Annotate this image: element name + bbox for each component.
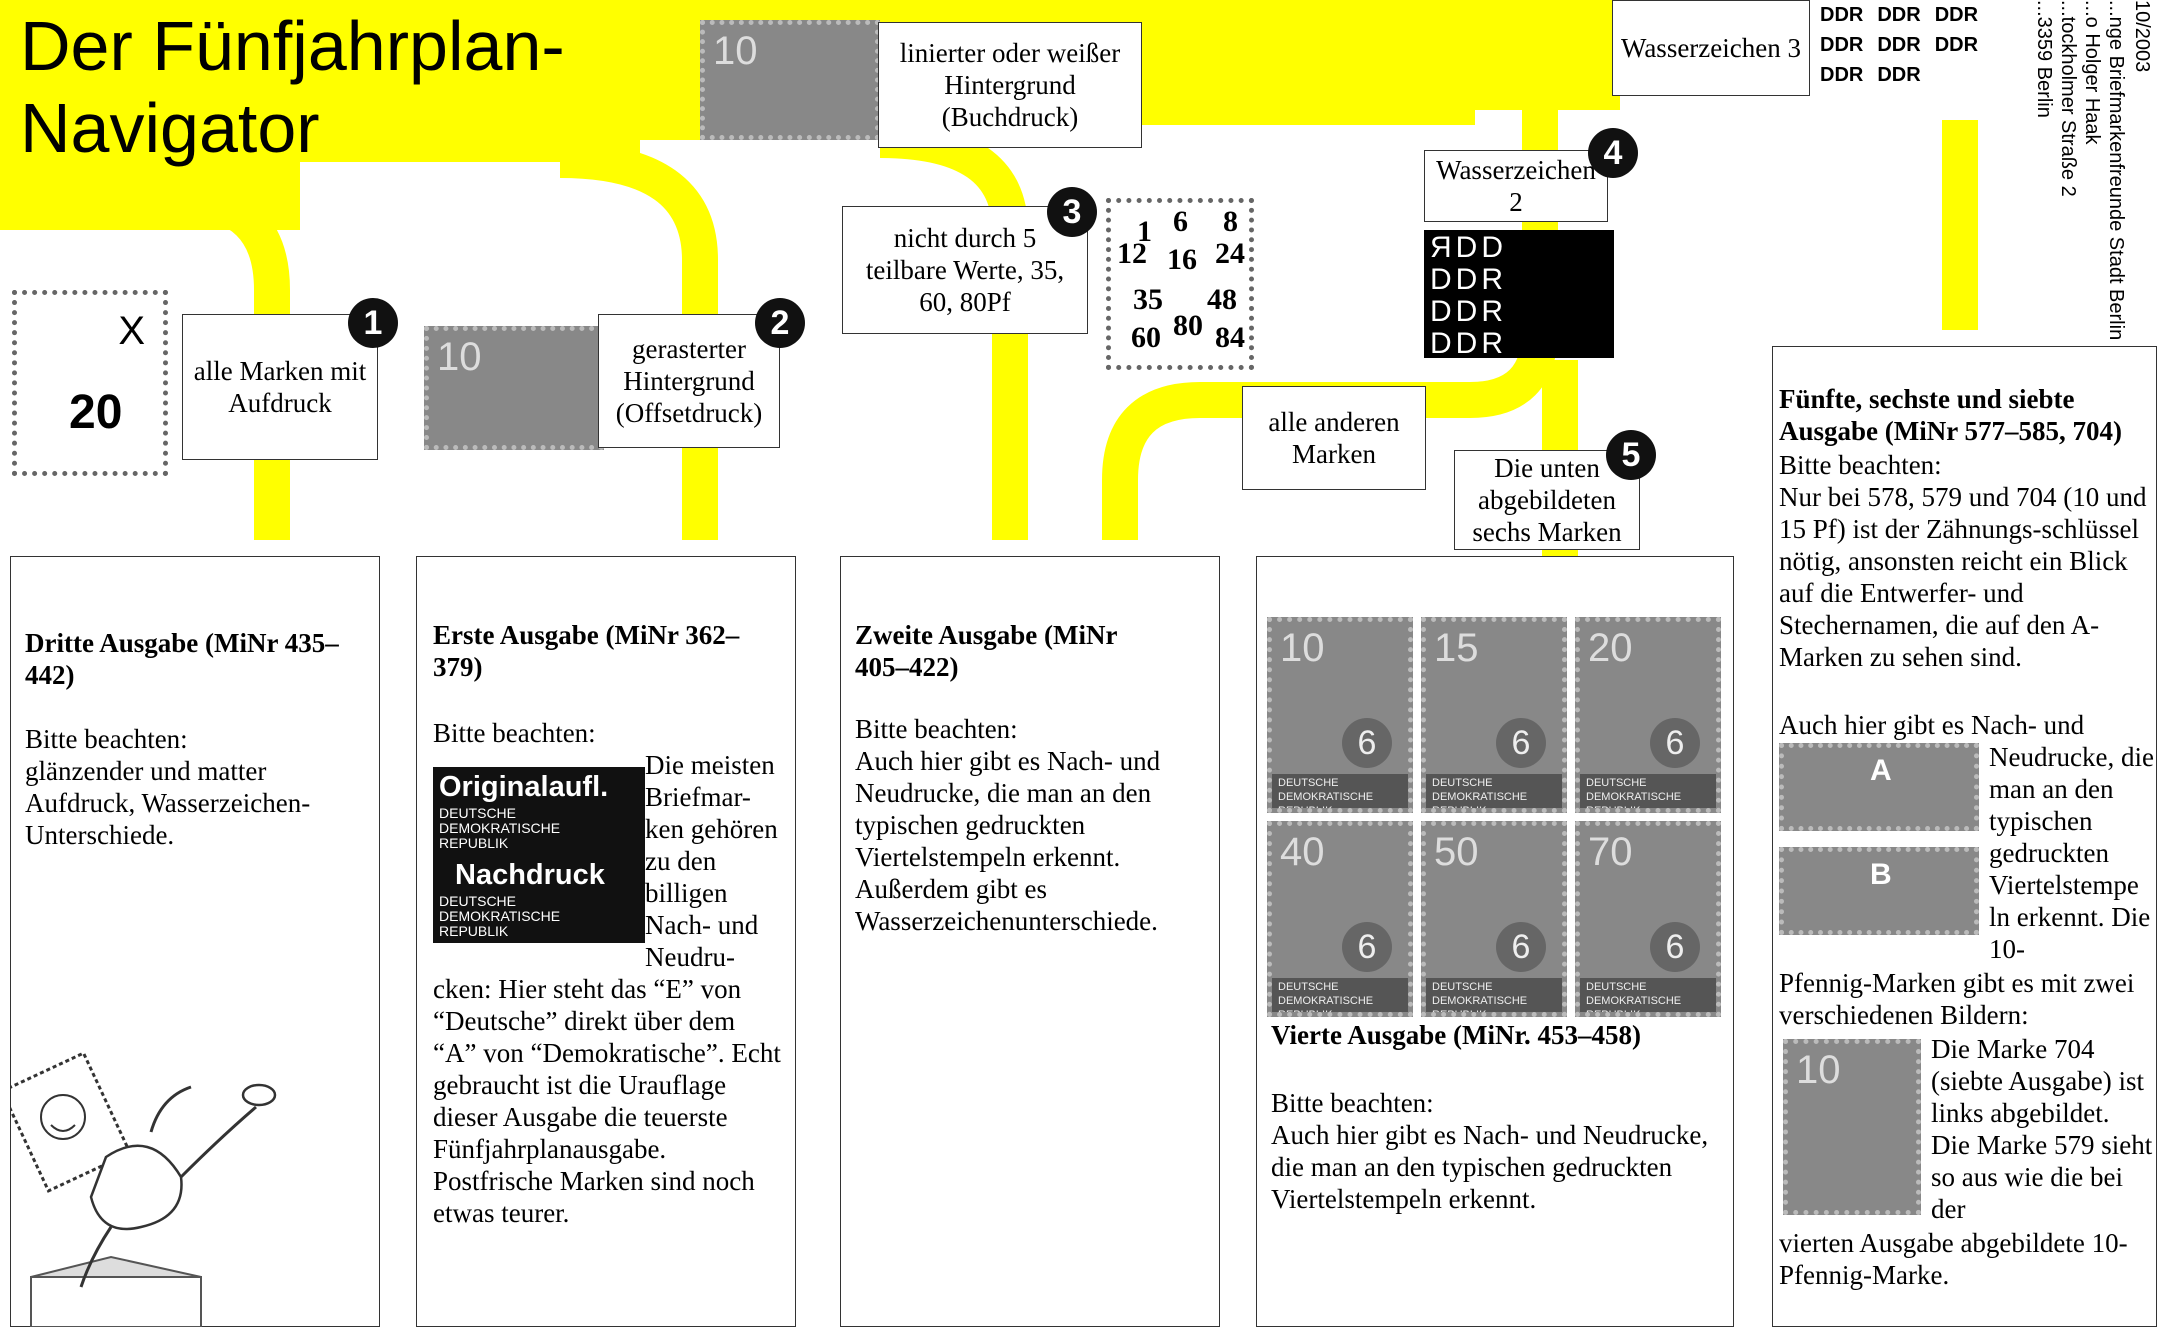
value-grid: 1 6 8 12 16 24 35 48 80 60 84 (1106, 198, 1254, 370)
credits-line-4: ...tockholmer Straße 2 (2057, 0, 2079, 197)
section-fifth-text-1: Nur bei 578, 579 und 704 (10 und 15 Pf) … (1779, 482, 2147, 672)
credits-line-3: ...o Holger Haak (2081, 0, 2103, 145)
label-all-overprint: alle Marken mit Aufdruck (182, 314, 378, 460)
section-second-text: Auch hier gibt es Nach- und Neudrucke, d… (855, 746, 1161, 936)
badge-4: 4 (1588, 128, 1638, 178)
section-first-heading: Erste Ausgabe (MiNr 362–379) (433, 620, 740, 682)
stamp-marker-b: B (1779, 847, 1979, 935)
section-first-text-side: Die meisten Briefmar-ken gehören zu den … (645, 750, 778, 972)
label-lined-background: linierter oder weißer Hintergrund (Buchd… (878, 22, 1142, 148)
stamp-image-top: 10 (700, 20, 880, 140)
section-second-issue: Zweite Ausgabe (MiNr 405–422) Bitte beac… (840, 556, 1220, 1327)
stamp-704: 10 (1783, 1039, 1921, 1215)
section-first-issue: Erste Ausgabe (MiNr 362–379) Bitte beach… (416, 556, 796, 1327)
section-third-text: glänzender und matter Aufdruck, Wasserze… (25, 756, 311, 850)
section-third-heading: Dritte Ausgabe (MiNr 435–442) (25, 628, 339, 690)
section-fifth-note: Bitte beachten: (1779, 450, 1942, 480)
section-fifth-text-6: vierten Ausgabe abgebildete 10-Pfennig-M… (1779, 1228, 2128, 1290)
badge-2: 2 (755, 298, 805, 348)
section-fifth-text-4: Pfennig-Marken gibt es mit zwei verschie… (1779, 968, 2135, 1030)
watermark-2-pattern: ЯDD DDR DDR DDR (1424, 230, 1614, 360)
label-watermark-3: Wasserzeichen 3 (1612, 0, 1810, 96)
section-first-note: Bitte beachten: (433, 718, 596, 748)
section-third-note: Bitte beachten: (25, 724, 188, 754)
section-fifth-text-5: Die Marke 704 (siebte Ausgabe) ist links… (1931, 1034, 2153, 1224)
label-raster-background: gerasterter Hintergrund (Offsetdruck) (598, 314, 780, 448)
section-fourth-text: Auch hier gibt es Nach- und Neudrucke, d… (1271, 1120, 1709, 1214)
badge-5: 5 (1606, 430, 1656, 480)
label-not-divisible-by-5: nicht durch 5 teilbare Werte, 35, 60, 80… (842, 206, 1088, 334)
section-fifth-text-3: Neudrucke, die man an den typischen gedr… (1989, 742, 2154, 964)
badge-1: 1 (348, 298, 398, 348)
credits-line-1: 10/2003 (2131, 0, 2153, 73)
section-fifth-text-2: Auch hier gibt es Nach- und (1779, 710, 2085, 740)
overprint-stamp: X 20 (12, 290, 168, 476)
stamp-marker-a: A (1779, 743, 1979, 831)
label-six-stamps: Die unten abgebildeten sechs Marken (1454, 450, 1640, 550)
badge-3: 3 (1047, 187, 1097, 237)
section-first-text-below: cken: Hier steht das “E” von “Deutsche” … (433, 974, 781, 1228)
section-fifth-heading: Fünfte, sechste und siebte Ausgabe (MiNr… (1779, 384, 2122, 446)
stamp-image-raster: 10 (424, 326, 604, 450)
section-second-heading: Zweite Ausgabe (MiNr 405–422) (855, 620, 1117, 682)
section-second-note: Bitte beachten: (855, 714, 1018, 744)
original-vs-reprint-image: Originalaufl. DEUTSCHE DEMOKRATISCHE REP… (433, 767, 645, 943)
credits-line-5: ...3359 Berlin (2033, 0, 2055, 118)
cartoon-stamp-figure (11, 1051, 277, 1327)
label-watermark-2: Wasserzeichen 2 (1424, 150, 1608, 222)
section-fifth-issue: Fünfte, sechste und siebte Ausgabe (MiNr… (1772, 346, 2157, 1327)
section-fourth-heading: Vierte Ausgabe (MiNr. 453–458) (1271, 1020, 1641, 1050)
credits-line-2: ...nge Briefmarkenfreunde Stadt Berlin (2105, 0, 2127, 341)
label-all-others: alle anderen Marken (1242, 386, 1426, 490)
page-title: Der Fünfjahrplan- Navigator (20, 7, 565, 167)
section-fourth-note: Bitte beachten: (1271, 1088, 1434, 1118)
section-third-issue: Dritte Ausgabe (MiNr 435–442) Bitte beac… (10, 556, 380, 1327)
